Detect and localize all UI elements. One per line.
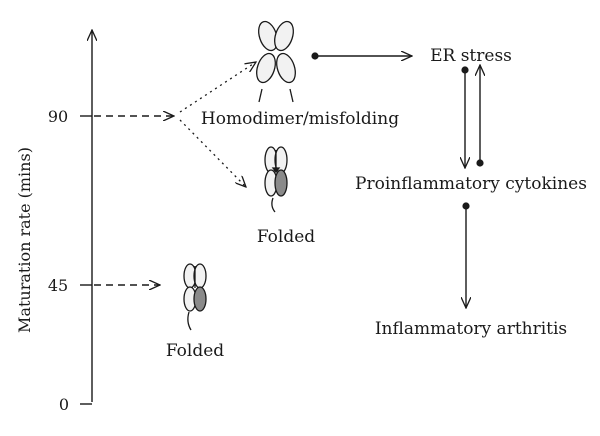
arthritis-label: Inflammatory arthritis [375,319,567,339]
er-stress-label: ER stress [430,46,512,66]
homodimer-molecule-icon [256,20,296,103]
dotted-arrow-to-folded [179,119,246,187]
cytokines-label: Proinflammatory cytokines [355,174,587,194]
tick-label-0: 0 [59,395,69,414]
folded-molecule-upper-icon [264,146,288,213]
y-axis-label: Maturation rate (mins) [15,147,34,333]
dotted-arrow-to-homodimer [179,62,256,113]
folded-label-lower: Folded [166,341,224,361]
tick-label-90: 90 [48,107,68,126]
folded-label-upper: Folded [257,227,315,247]
homodimer-label: Homodimer/misfolding [201,109,399,129]
folded-molecule-lower-icon [183,263,207,331]
tick-label-45: 45 [48,276,68,295]
